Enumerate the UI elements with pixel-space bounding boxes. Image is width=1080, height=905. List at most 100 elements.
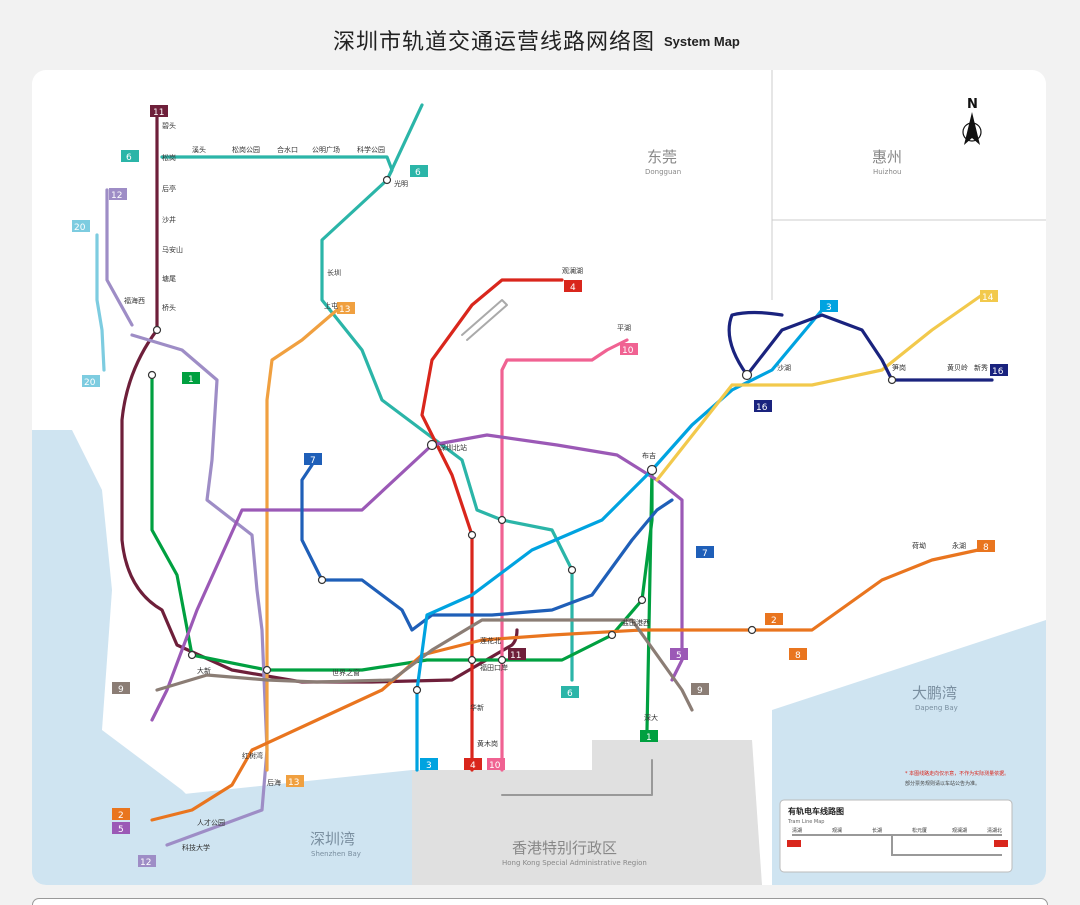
title-bar: 深圳市轨道交通运营线路网络图 System Map [0, 0, 1080, 62]
station-interchange [567, 565, 577, 575]
svg-text:长湖: 长湖 [872, 827, 882, 834]
station-interchange [262, 665, 272, 675]
svg-text:6: 6 [567, 689, 573, 699]
station-label: 红树湾 [242, 751, 263, 760]
svg-text:12: 12 [140, 858, 151, 868]
svg-text:12: 12 [111, 191, 122, 201]
station-label: 黄木岗 [477, 739, 498, 748]
line-1-badge [182, 372, 200, 384]
svg-text:9: 9 [697, 686, 703, 696]
svg-text:观澜湖: 观澜湖 [952, 827, 967, 834]
svg-text:8: 8 [795, 651, 801, 661]
station-label: 长圳 [327, 268, 341, 277]
svg-text:20: 20 [74, 223, 86, 233]
line-4-badge [564, 280, 582, 292]
line-12-badge [109, 188, 127, 200]
station-label: 平湖 [617, 323, 631, 332]
station-label: 福田口岸 [480, 663, 508, 672]
map-svg[interactable]: 东莞 Dongguan 惠州 Huizhou 大鹏湾 Dapeng Bay 深圳… [32, 70, 1046, 885]
svg-text:4: 4 [470, 761, 476, 771]
line-4-route [420, 278, 564, 772]
svg-text:9: 9 [118, 685, 124, 695]
line-badges: 11 6 6 12 20 20 1 13 4 10 3 14 16 16 7 7… [72, 105, 1008, 868]
line-4-badge [464, 758, 482, 770]
station-label: 沙井 [162, 215, 176, 224]
station-interchange [497, 655, 507, 665]
line-16-route [745, 313, 994, 382]
line-5-badge [670, 648, 688, 660]
line-6-route [160, 103, 574, 682]
svg-text:3: 3 [426, 761, 432, 771]
line-7-route [300, 463, 674, 632]
line-3-route [415, 308, 824, 772]
svg-text:10: 10 [622, 346, 634, 356]
station-label: 塘尾 [162, 274, 176, 283]
tram-legend-title: 有轨电车线路图 [788, 806, 844, 816]
line-20-badge [82, 375, 100, 387]
svg-text:2: 2 [118, 811, 124, 821]
line-2-badge [112, 808, 130, 820]
station-interchange [382, 175, 392, 185]
station-label: 世界之窗 [332, 668, 360, 677]
station-interchange [412, 685, 422, 695]
svg-text:4: 4 [570, 283, 576, 293]
region-label-shenzhen-bay-en: Shenzhen Bay [311, 850, 361, 858]
station-label: 科学公园 [357, 145, 385, 154]
interchange-stations[interactable] [147, 175, 897, 695]
line-14-badge [980, 290, 998, 302]
svg-text:松元厦: 松元厦 [912, 827, 927, 834]
station-label: 福海西 [124, 296, 145, 305]
tram-route [461, 299, 508, 341]
station-interchange [317, 575, 327, 585]
line-10-route [500, 338, 629, 772]
station-label: 华新 [470, 703, 484, 712]
svg-text:7: 7 [702, 549, 708, 559]
station-label: 布吉 [642, 451, 656, 460]
station-label: 上屯 [324, 301, 338, 310]
compass-icon: N [962, 97, 982, 145]
svg-text:5: 5 [118, 825, 124, 835]
hk-connector-route [501, 759, 653, 796]
region-label-huizhou: 惠州 [872, 148, 902, 166]
line-2-badge [765, 613, 783, 625]
station-label: 观澜湖 [562, 266, 583, 275]
tram-legend: 有轨电车线路图 Tram Line Map 清湖 观澜 长湖 松元厦 观澜湖 清… [779, 799, 1013, 873]
station-interchange [426, 439, 438, 451]
line-6-badge [410, 165, 428, 177]
line-13-badge [337, 302, 355, 314]
station-interchange [467, 655, 477, 665]
station-label: 后亭 [162, 184, 176, 193]
map-canvas[interactable]: 东莞 Dongguan 惠州 Huizhou 大鹏湾 Dapeng Bay 深圳… [32, 70, 1046, 885]
station-interchange [497, 515, 507, 525]
line-1-route [150, 373, 654, 732]
svg-text:1: 1 [646, 733, 652, 743]
station-interchange [467, 530, 477, 540]
page-title: 深圳市轨道交通运营线路网络图 [333, 30, 656, 55]
station-label: 深圳北站 [439, 443, 467, 452]
region-label-hong-kong: 香港特别行政区 [512, 839, 617, 857]
station-label: 新秀 [974, 363, 988, 372]
line-16-badge [754, 400, 772, 412]
station-label: 人才公园 [197, 818, 225, 827]
line-3-badge [420, 758, 438, 770]
station-label: 盐田港西 [622, 618, 650, 627]
station-interchange [887, 375, 897, 385]
line-20-badge [72, 220, 90, 232]
station-label: 后海 [267, 778, 281, 787]
line-9-badge [112, 682, 130, 694]
line-13-route [265, 308, 339, 772]
note-text: 部分票务规则请以车站公告为准。 [905, 780, 980, 787]
svg-text:5: 5 [676, 651, 682, 661]
line-12-route [105, 188, 269, 847]
station-interchange [741, 369, 753, 381]
line-10-badge [487, 758, 505, 770]
station-label: 碧头 [162, 121, 176, 130]
station-label: 沙湖 [777, 363, 791, 372]
region-label-dapeng-bay: 大鹏湾 [912, 684, 957, 702]
line-5-badge [112, 822, 130, 834]
line-8-badge [977, 540, 995, 552]
station-interchange [646, 464, 658, 476]
svg-text:8: 8 [983, 543, 989, 553]
line-8-badge [789, 648, 807, 660]
svg-text:7: 7 [310, 456, 316, 466]
